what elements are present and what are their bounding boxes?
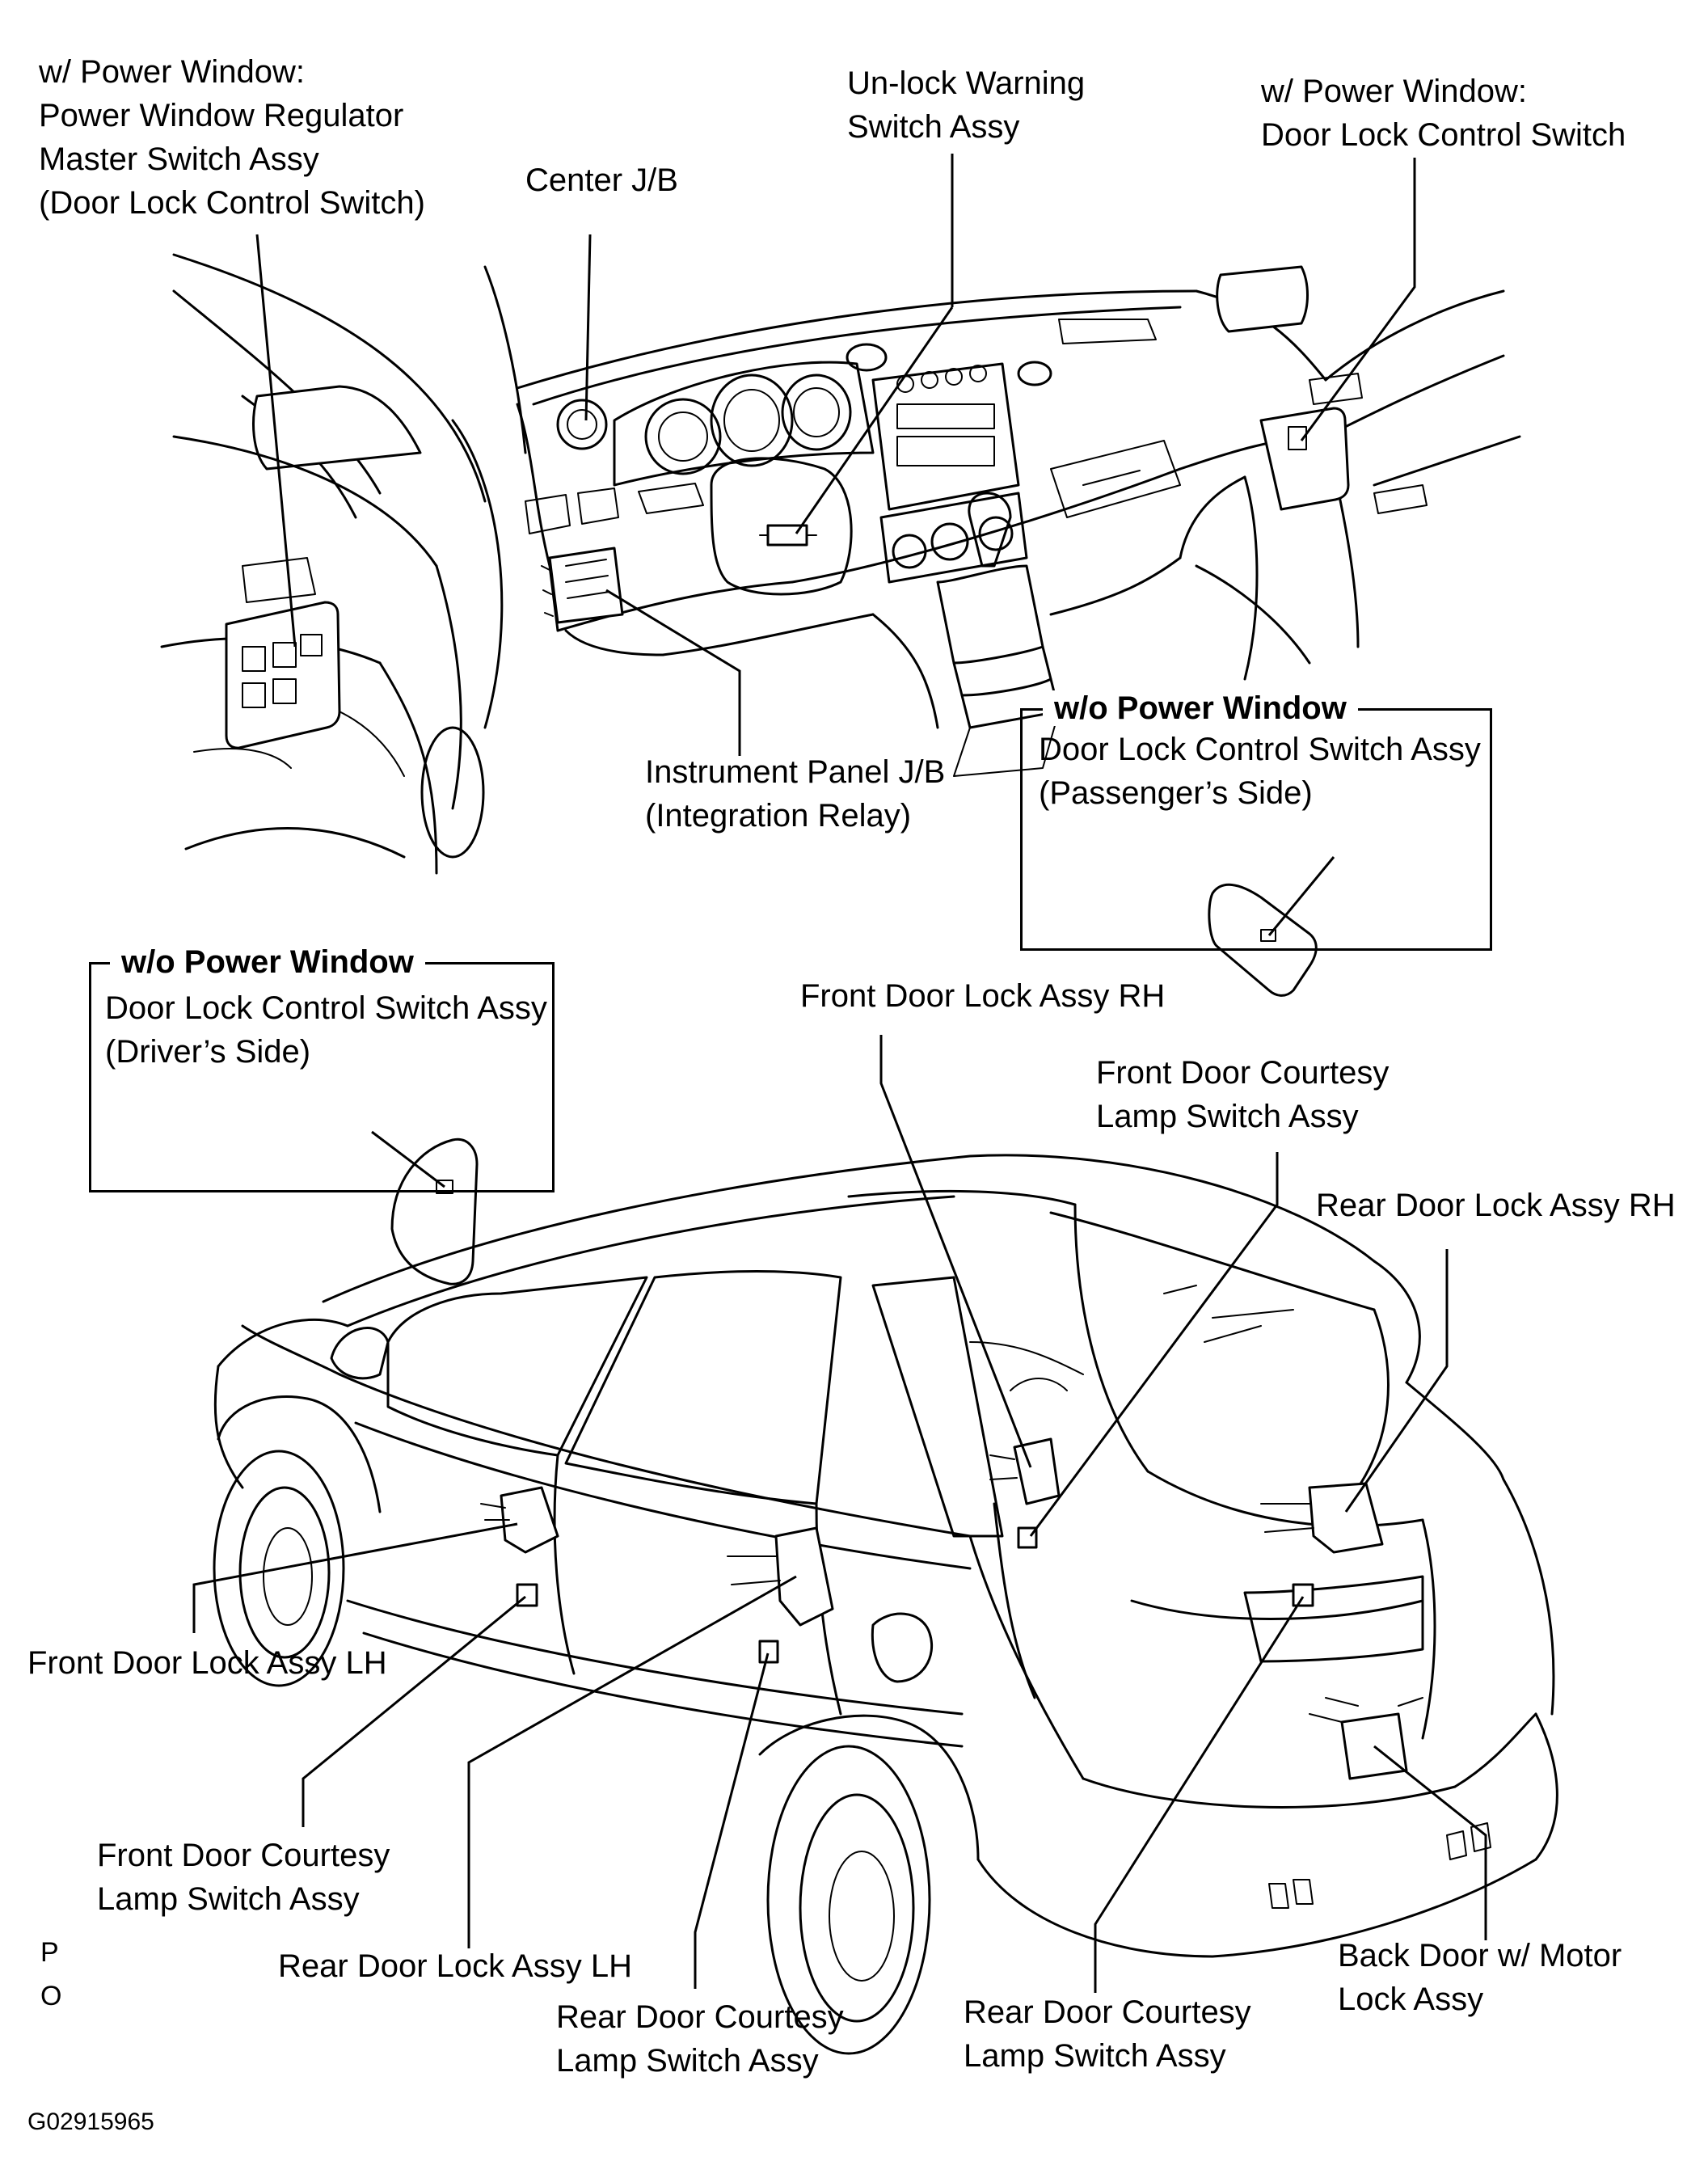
label-front-door-lock-rh: Front Door Lock Assy RH <box>800 978 1166 1014</box>
right-side-mirror <box>1216 265 1309 333</box>
center-jb <box>556 399 608 450</box>
leader-front-courtesy-rh <box>1029 1152 1279 1537</box>
label-passenger-switch: Door Lock Control Switch Assy (Passenger… <box>1039 732 1481 811</box>
leader-center-jb <box>584 234 592 421</box>
figure-code: G02915965 <box>27 2108 154 2135</box>
front-door-lock-rh-part <box>1013 1437 1061 1505</box>
label-front-door-courtesy-lh: Front Door Courtesy Lamp Switch Assy <box>97 1838 390 1917</box>
instrument-panel-jb <box>548 547 624 624</box>
label-driver-switch: Door Lock Control Switch Assy (Driver’s … <box>105 990 547 1070</box>
label-rear-door-lock-lh: Rear Door Lock Assy LH <box>278 1948 632 1984</box>
label-instrument-panel-jb: Instrument Panel J/B (Integration Relay) <box>645 754 946 834</box>
front-door-lock-lh-part <box>500 1486 559 1554</box>
left-side-mirror <box>252 385 422 471</box>
label-center-jb: Center J/B <box>525 163 678 198</box>
power-window-master-switch <box>225 601 341 749</box>
leader-front-courtesy-lh <box>302 1595 526 1827</box>
driver-switch-drawing <box>371 1130 479 1285</box>
inset-title-driver: w/o Power Window <box>110 944 425 980</box>
label-unlock-warning-switch: Un-lock Warning Switch Assy <box>847 65 1086 145</box>
leader-rear-lock-lh <box>467 1575 797 1948</box>
leader-pw-master <box>255 234 297 648</box>
inset-title-passenger: w/o Power Window <box>1043 690 1358 726</box>
leader-pw-door-lock <box>1300 158 1416 441</box>
rear-door-courtesy-rh-part <box>1292 1583 1314 1607</box>
label-front-door-lock-lh: Front Door Lock Assy LH <box>27 1645 387 1681</box>
right-door-lock-control-switch <box>1259 407 1350 511</box>
label-rear-door-courtesy-lh: Rear Door Courtesy Lamp Switch Assy <box>556 1999 844 2079</box>
leader-rear-courtesy-rh <box>1094 1596 1305 1993</box>
label-front-door-courtesy-rh: Front Door Courtesy Lamp Switch Assy <box>1096 1055 1390 1134</box>
corner-mark: P O <box>40 1937 62 2011</box>
rear-door-lock-rh-part <box>1308 1482 1384 1554</box>
leader-back-door <box>1373 1745 1487 1940</box>
vehicle-side-mirror <box>330 1327 390 1380</box>
label-rear-door-lock-rh: Rear Door Lock Assy RH <box>1316 1188 1676 1223</box>
leader-front-lock-rh <box>879 1035 1032 1468</box>
top-leader-lines <box>255 154 1416 756</box>
interior-dashboard-drawing <box>160 253 1521 875</box>
leader-instrument-jb <box>605 589 741 756</box>
rear-door-courtesy-lh-part <box>758 1640 779 1664</box>
rear-door-lock-lh-part <box>774 1526 834 1627</box>
bottom-leader-lines <box>192 1035 1487 1993</box>
leader-unlock-warning-2 <box>795 306 954 534</box>
leader-rear-courtesy-lh <box>694 1652 770 1989</box>
vehicle-body-drawing <box>213 1154 1558 2055</box>
passenger-switch-drawing <box>1208 856 1335 997</box>
label-pw-door-lock-switch: w/ Power Window: Door Lock Control Switc… <box>1261 74 1626 153</box>
leader-rear-lock-rh <box>1344 1249 1449 1513</box>
label-back-door-lock: Back Door w/ Motor Lock Assy <box>1338 1938 1622 2017</box>
label-rear-door-courtesy-rh: Rear Door Courtesy Lamp Switch Assy <box>964 1994 1251 2074</box>
label-pw-master-switch: w/ Power Window: Power Window Regulator … <box>39 54 425 221</box>
leader-front-lock-lh <box>192 1522 518 1633</box>
